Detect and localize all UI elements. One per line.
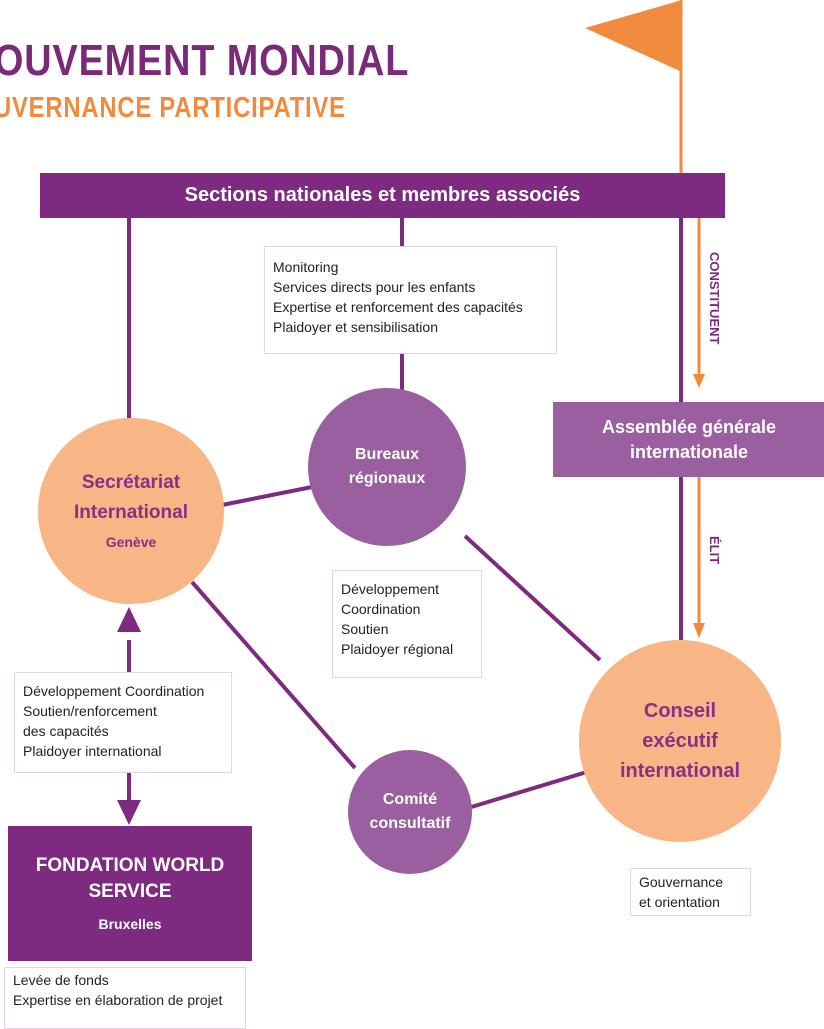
note-item: Coordination [341,601,421,617]
conseil-line1: Conseil [643,700,717,722]
conseil-notes-box: Gouvernance et orientation [630,868,751,916]
bureaux-line2: régionaux [348,470,426,487]
note-item: Plaidoyer et sensibilisation [273,319,438,335]
conseil-circle: Conseil exécutif international [579,640,781,842]
bureaux-circle: Bureaux régionaux [308,388,466,546]
bureaux-notes-box: Monitoring Services directs pour les enf… [264,246,557,354]
note-item: et orientation [639,894,720,910]
top-bar-label: Sections nationales et membres associés [184,184,581,206]
conseil-line2: exécutif [642,730,718,752]
fondation-box: FONDATION WORLD SERVICE Bruxelles [8,826,252,961]
secretariat-circle: Secrétariat International Genève [38,418,224,604]
fondation-line1: FONDATION WORLD [35,854,225,876]
note-item: Soutien [341,621,389,637]
assemblee-line2: internationale [629,441,749,462]
comite-circle: Comité consultatif [348,750,472,874]
note-item: des capacités [23,723,109,739]
comite-line2: consultatif [369,815,451,832]
note-item: Gouvernance [639,874,724,890]
arrow-elit-head [693,623,705,638]
conseil-line3: international [619,760,740,782]
comite-line1: Comité [382,791,438,808]
note-item: Plaidoyer régional [341,641,454,657]
secretariat-city: Genève [105,534,157,550]
top-bar: Sections nationales et membres associés [40,173,725,218]
line-bureaux-conseil [463,534,602,662]
bureaux-line1: Bureaux [354,446,420,463]
label-elit: ÉLIT [707,536,722,565]
line-secretariat-bureaux [221,485,313,507]
note-item: Levée de fonds [13,972,109,988]
note-item: Soutien/renforcement [23,703,157,719]
fondation-notes-box: Levée de fonds Expertise en élaboration … [4,967,246,1029]
line-secretariat-comite [190,580,357,770]
fondation-city: Bruxelles [98,915,162,932]
regional-notes-box: Développement Coordination Soutien Plaid… [332,570,482,678]
flag-icon [585,0,682,72]
assemblee-box: Assemblée générale internationale [553,402,824,477]
note-item: Plaidoyer international [23,743,162,759]
note-item: Monitoring [273,259,339,275]
assemblee-line1: Assemblée générale [601,416,777,437]
note-item: Développement [341,581,440,597]
page-subtitle: UVERNANCE PARTICIPATIVE [0,92,346,124]
page-title: OUVEMENT MONDIAL [0,36,410,85]
note-item: Développement Coordination [23,683,205,699]
line-comite-conseil [467,766,601,810]
note-item: Expertise en élaboration de projet [13,992,223,1008]
fondation-line2: SERVICE [88,880,172,902]
secretariat-line1: Secrétariat [81,472,181,493]
secretariat-line2: International [73,502,188,523]
arrow-up-icon [117,607,141,632]
note-item: Services directs pour les enfants [273,279,476,295]
secretariat-notes-box: Développement Coordination Soutien/renfo… [14,672,232,773]
note-item: Expertise et renforcement des capacités [273,299,523,315]
arrow-down-icon [117,800,141,825]
label-constituent: CONSTITUENT [707,252,722,345]
arrow-constituent-head [693,374,705,388]
